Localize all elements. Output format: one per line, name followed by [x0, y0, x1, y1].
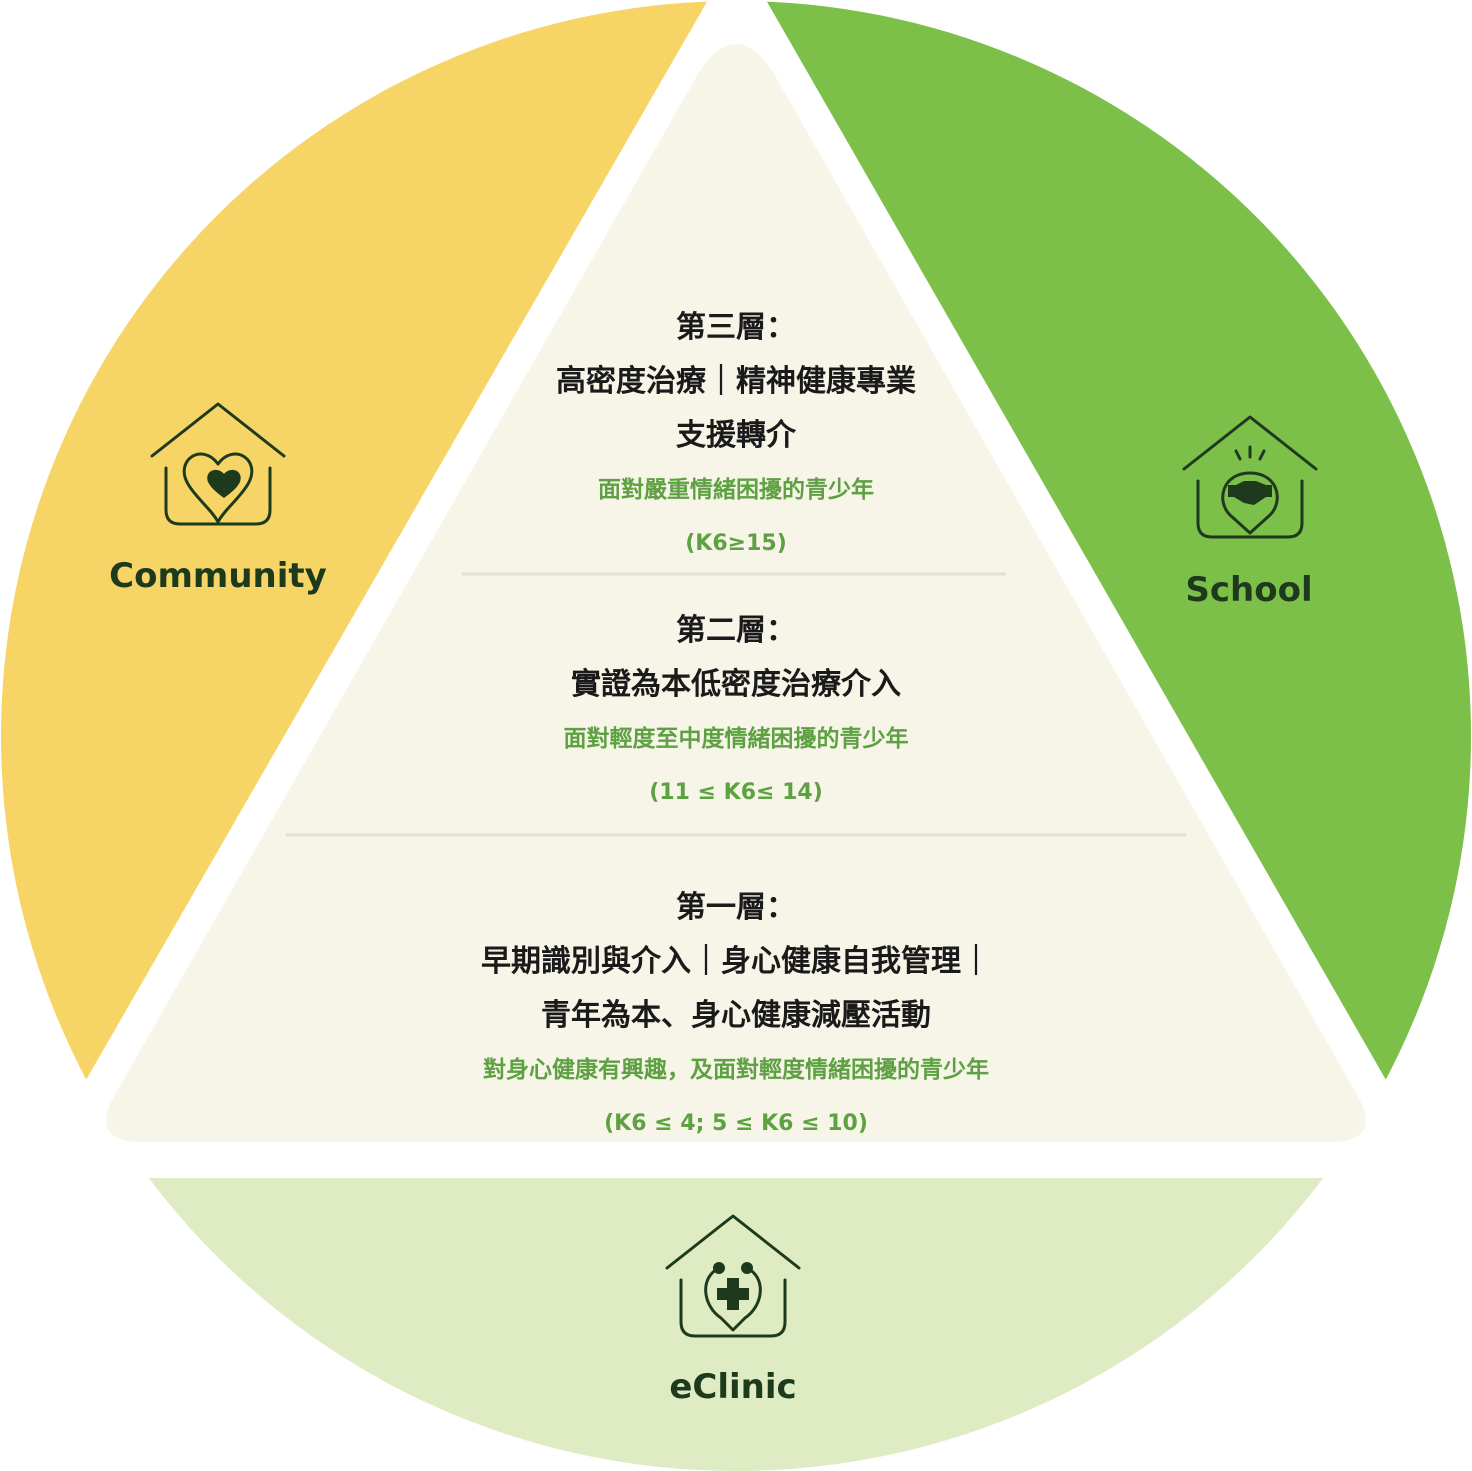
handshake-house-icon [1182, 415, 1318, 539]
tier-one-title-line1: 早期識別與介入｜身心健康自我管理｜ [481, 944, 991, 979]
tier-one-heading: 第一層： [676, 890, 796, 925]
tier-pyramid [106, 44, 1366, 1142]
eclinic-sector [1, 1178, 1471, 1471]
community-label: Community [109, 556, 327, 596]
tier-two: 第二層： 實證為本低密度治療介入 面對輕度至中度情緒困擾的青少年 (11 ≤ K… [0, 604, 1472, 820]
tier-one-criteria: (K6 ≤ 4; 5 ≤ K6 ≤ 10) [604, 1111, 868, 1136]
tier-two-heading: 第二層： [676, 613, 796, 648]
community-sector [1, 1, 708, 1080]
tier-one-title-line2: 青年為本、身心健康減壓活動 [541, 998, 931, 1033]
tier-one: 第一層： 早期識別與介入｜身心健康自我管理｜ 青年為本、身心健康減壓活動 對身心… [0, 881, 1472, 1151]
tier-three-title-line2: 支援轉介 [676, 418, 796, 453]
school-label: School [1185, 570, 1313, 610]
school-sector [766, 1, 1471, 1080]
eclinic-label: eClinic [669, 1367, 797, 1407]
tier-two-criteria: (11 ≤ K6≤ 14) [649, 780, 823, 805]
tier-three-title-line1: 高密度治療｜精神健康專業 [556, 364, 916, 399]
tier-three-audience: 面對嚴重情緒困擾的青少年 [598, 477, 874, 503]
heart-house-icon [150, 402, 286, 526]
tier-one-audience: 對身心健康有興趣，及面對輕度情緒困擾的青少年 [483, 1057, 989, 1083]
tier-two-audience: 面對輕度至中度情緒困擾的青少年 [563, 726, 909, 752]
tier-three-criteria: (K6≥15) [685, 531, 787, 556]
medical-cross-house-icon [665, 1214, 801, 1338]
tier-three: 第三層： 高密度治療｜精神健康專業 支援轉介 面對嚴重情緒困擾的青少年 (K6≥… [0, 301, 1472, 571]
tier-three-heading: 第三層： [676, 310, 796, 345]
tier-two-title-line1: 實證為本低密度治療介入 [571, 667, 901, 702]
